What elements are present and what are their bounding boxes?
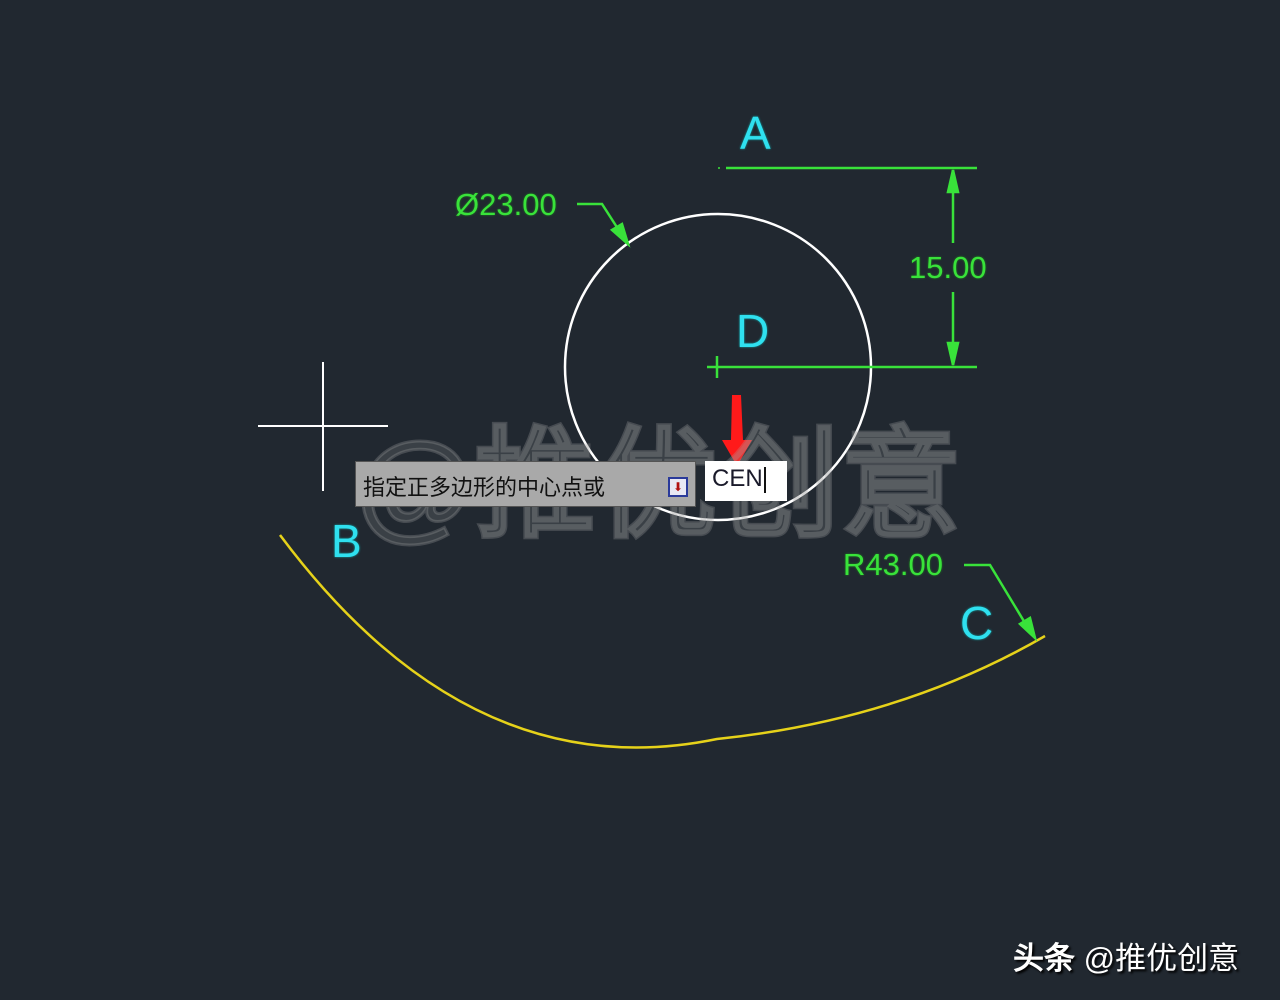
arc-bc[interactable] [278,534,1046,749]
command-prompt-tooltip: 指定正多边形的中心点或 ⬇ [355,461,696,507]
text-caret [763,466,766,493]
vertical-dimension[interactable] [707,166,977,378]
point-label-c: C [960,597,994,649]
credit-author: @推优创意 [1083,941,1240,976]
radius-dimension-text[interactable]: R43.00 [843,547,943,582]
dynamic-input-field[interactable]: CEN [705,461,787,501]
point-label-b: B [331,515,362,567]
red-pointer-arrow-icon [722,395,752,466]
diameter-leader [577,202,631,248]
download-arrow-icon: ⬇ [672,480,684,494]
point-label-d: D [736,305,770,357]
vertical-dimension-text[interactable]: 15.00 [909,250,987,285]
dynamic-input-value: CEN [712,465,763,492]
crosshair-cursor-icon [258,362,388,491]
source-credit: 头条 @推优创意 [1013,933,1239,978]
command-prompt-text: 指定正多边形的中心点或 [363,475,606,500]
diameter-dimension-text[interactable]: Ø23.00 [455,187,557,222]
radius-leader [964,563,1038,642]
prompt-options-button[interactable]: ⬇ [668,477,688,497]
point-label-a: A [740,107,771,159]
credit-platform: 头条 [1013,941,1075,976]
